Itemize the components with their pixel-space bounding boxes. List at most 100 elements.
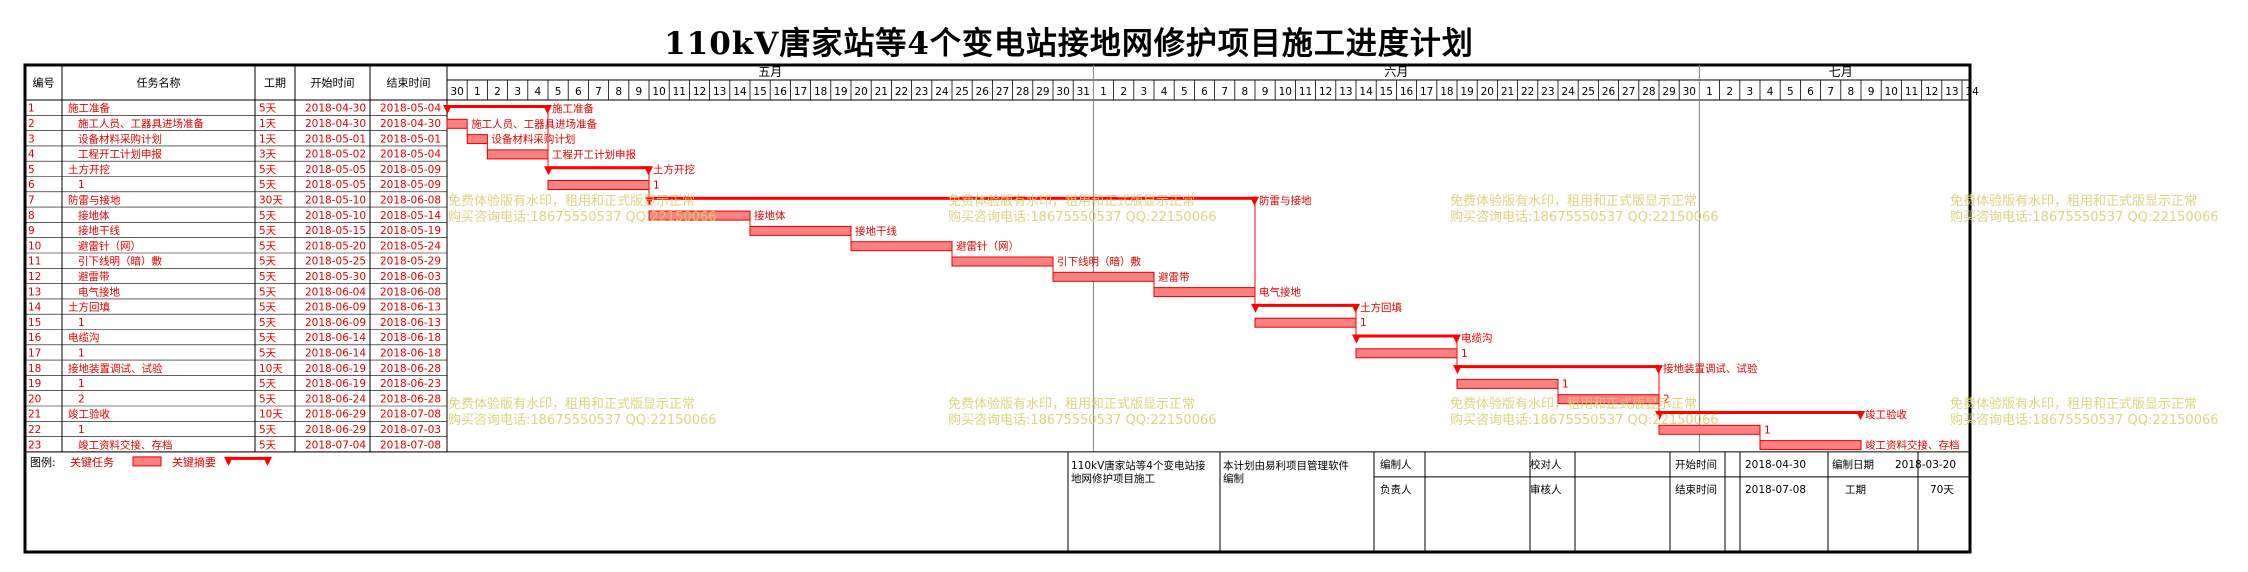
header-end: 结束时间: [387, 77, 431, 90]
footer-project-line1: 110kV唐家站等4个变电站接: [1071, 459, 1206, 472]
day-label: 10: [1885, 86, 1898, 98]
task-duration: 5天: [259, 439, 277, 451]
day-label: 10: [1279, 86, 1292, 98]
task-name: 引下线明（暗）敷: [78, 255, 162, 268]
task-end: 2018-07-03: [380, 424, 441, 436]
day-label: 18: [814, 86, 827, 98]
legend-key-summary-label: 关键摘要: [172, 455, 216, 469]
task-end: 2018-05-19: [380, 225, 441, 237]
task-start: 2018-06-19: [305, 378, 366, 390]
task-start: 2018-05-05: [305, 179, 366, 191]
task-start: 2018-05-15: [305, 225, 366, 237]
task-end: 2018-05-04: [380, 149, 441, 161]
day-label: 23: [915, 86, 928, 98]
bar-label: 土方开挖: [653, 163, 695, 176]
watermark-line1: 免费体验版有水印，租用和正式版显示正常: [1450, 396, 1697, 412]
day-label: 1: [1100, 86, 1107, 98]
task-name: 施工人员、工器具进场准备: [78, 117, 204, 130]
day-label: 1: [1706, 86, 1713, 98]
day-label: 8: [615, 86, 622, 98]
day-label: 25: [1582, 86, 1595, 98]
bar-label: 1: [1461, 348, 1468, 360]
summary-bar: [1659, 411, 1861, 414]
task-no: 2: [28, 118, 35, 130]
summary-bar: [649, 196, 1255, 200]
task-name: 1: [78, 424, 85, 436]
task-no: 19: [28, 378, 41, 390]
day-label: 19: [1460, 86, 1473, 98]
day-label: 14: [1965, 86, 1979, 98]
summary-end-marker: [1351, 303, 1360, 313]
day-label: 5: [1181, 86, 1188, 98]
bar-label: 施工准备: [552, 102, 594, 115]
task-end: 2018-05-09: [380, 179, 441, 191]
task-bar: [1153, 287, 1256, 298]
day-label: 20: [1481, 86, 1494, 98]
watermark-line1: 免费体验版有水印，租用和正式版显示正常: [1450, 193, 1697, 209]
legend-summary-start: [224, 456, 233, 466]
summary-start-marker: [544, 166, 553, 176]
bar-label: 1: [1360, 317, 1367, 329]
task-end: 2018-05-04: [380, 103, 441, 115]
task-no: 11: [28, 256, 41, 268]
task-no: 6: [28, 179, 35, 191]
watermark-line2: 购买咨询电话:18675550537 QQ:22150066: [948, 209, 1217, 225]
bar-label: 避雷带: [1158, 270, 1190, 283]
day-label: 28: [1016, 86, 1029, 98]
page-title: 110kV唐家站等4个变电站接地网修护项目施工进度计划: [0, 18, 2248, 63]
day-label: 29: [1662, 86, 1675, 98]
task-name: 1: [78, 347, 85, 359]
bar-label: 电缆沟: [1461, 332, 1493, 345]
task-no: 23: [28, 439, 41, 451]
month-label: 七月: [1829, 65, 1853, 79]
task-duration: 1天: [259, 133, 277, 145]
task-name: 施工准备: [68, 102, 110, 115]
bar-label: 设备材料采购计划: [491, 133, 575, 146]
day-label: 6: [1201, 86, 1208, 98]
day-label: 24: [935, 86, 949, 98]
bar-label: 竣工验收: [1865, 408, 1907, 421]
bar-label: 2: [1663, 394, 1670, 406]
header-start: 开始时间: [311, 76, 355, 90]
task-name: 避雷带: [78, 270, 110, 283]
summary-end-marker: [543, 105, 552, 114]
task-start: 2018-04-30: [305, 118, 366, 130]
footer-software-line2: 编制: [1223, 472, 1244, 485]
day-label: 11: [673, 86, 686, 98]
task-bar: [648, 210, 751, 221]
footer-date-label: 编制日期: [1832, 458, 1874, 471]
task-bar: [1052, 271, 1155, 282]
watermark-line1: 免费体验版有水印，租用和正式版显示正常: [448, 193, 695, 209]
summary-bar: [447, 105, 548, 108]
task-no: 21: [28, 409, 41, 421]
task-end: 2018-06-13: [380, 302, 441, 314]
task-no: 12: [28, 271, 41, 283]
day-label: 9: [636, 86, 643, 98]
day-label: 13: [1945, 86, 1958, 98]
task-end: 2018-06-18: [380, 347, 441, 359]
task-start: 2018-07-04: [305, 439, 366, 451]
task-duration: 5天: [259, 286, 277, 298]
bar-label: 竣工资料交接、存档: [1865, 439, 1960, 452]
summary-end-marker: [644, 166, 653, 176]
footer-reviewer-label: 审核人: [1530, 483, 1562, 496]
footer-end-value: 2018-07-08: [1745, 484, 1806, 496]
task-duration: 3天: [259, 149, 277, 161]
task-start: 2018-06-09: [305, 302, 366, 314]
task-name: 土方回填: [68, 301, 110, 314]
summary-start-marker: [443, 105, 452, 114]
task-duration: 5天: [259, 225, 277, 237]
task-duration: 5天: [259, 347, 277, 359]
day-label: 13: [713, 86, 726, 98]
day-label: 2: [1120, 86, 1127, 98]
day-label: 4: [535, 86, 542, 98]
bar-label: 接地体: [754, 209, 786, 222]
task-end: 2018-07-08: [380, 439, 441, 451]
footer-owner-label: 负责人: [1380, 483, 1412, 496]
day-label: 28: [1642, 86, 1655, 98]
task-start: 2018-05-10: [305, 194, 366, 206]
day-label: 2: [494, 86, 501, 98]
day-label: 9: [1868, 86, 1875, 98]
bar-label: 接地装置调试、试验: [1663, 362, 1758, 375]
day-label: 6: [1807, 86, 1814, 98]
